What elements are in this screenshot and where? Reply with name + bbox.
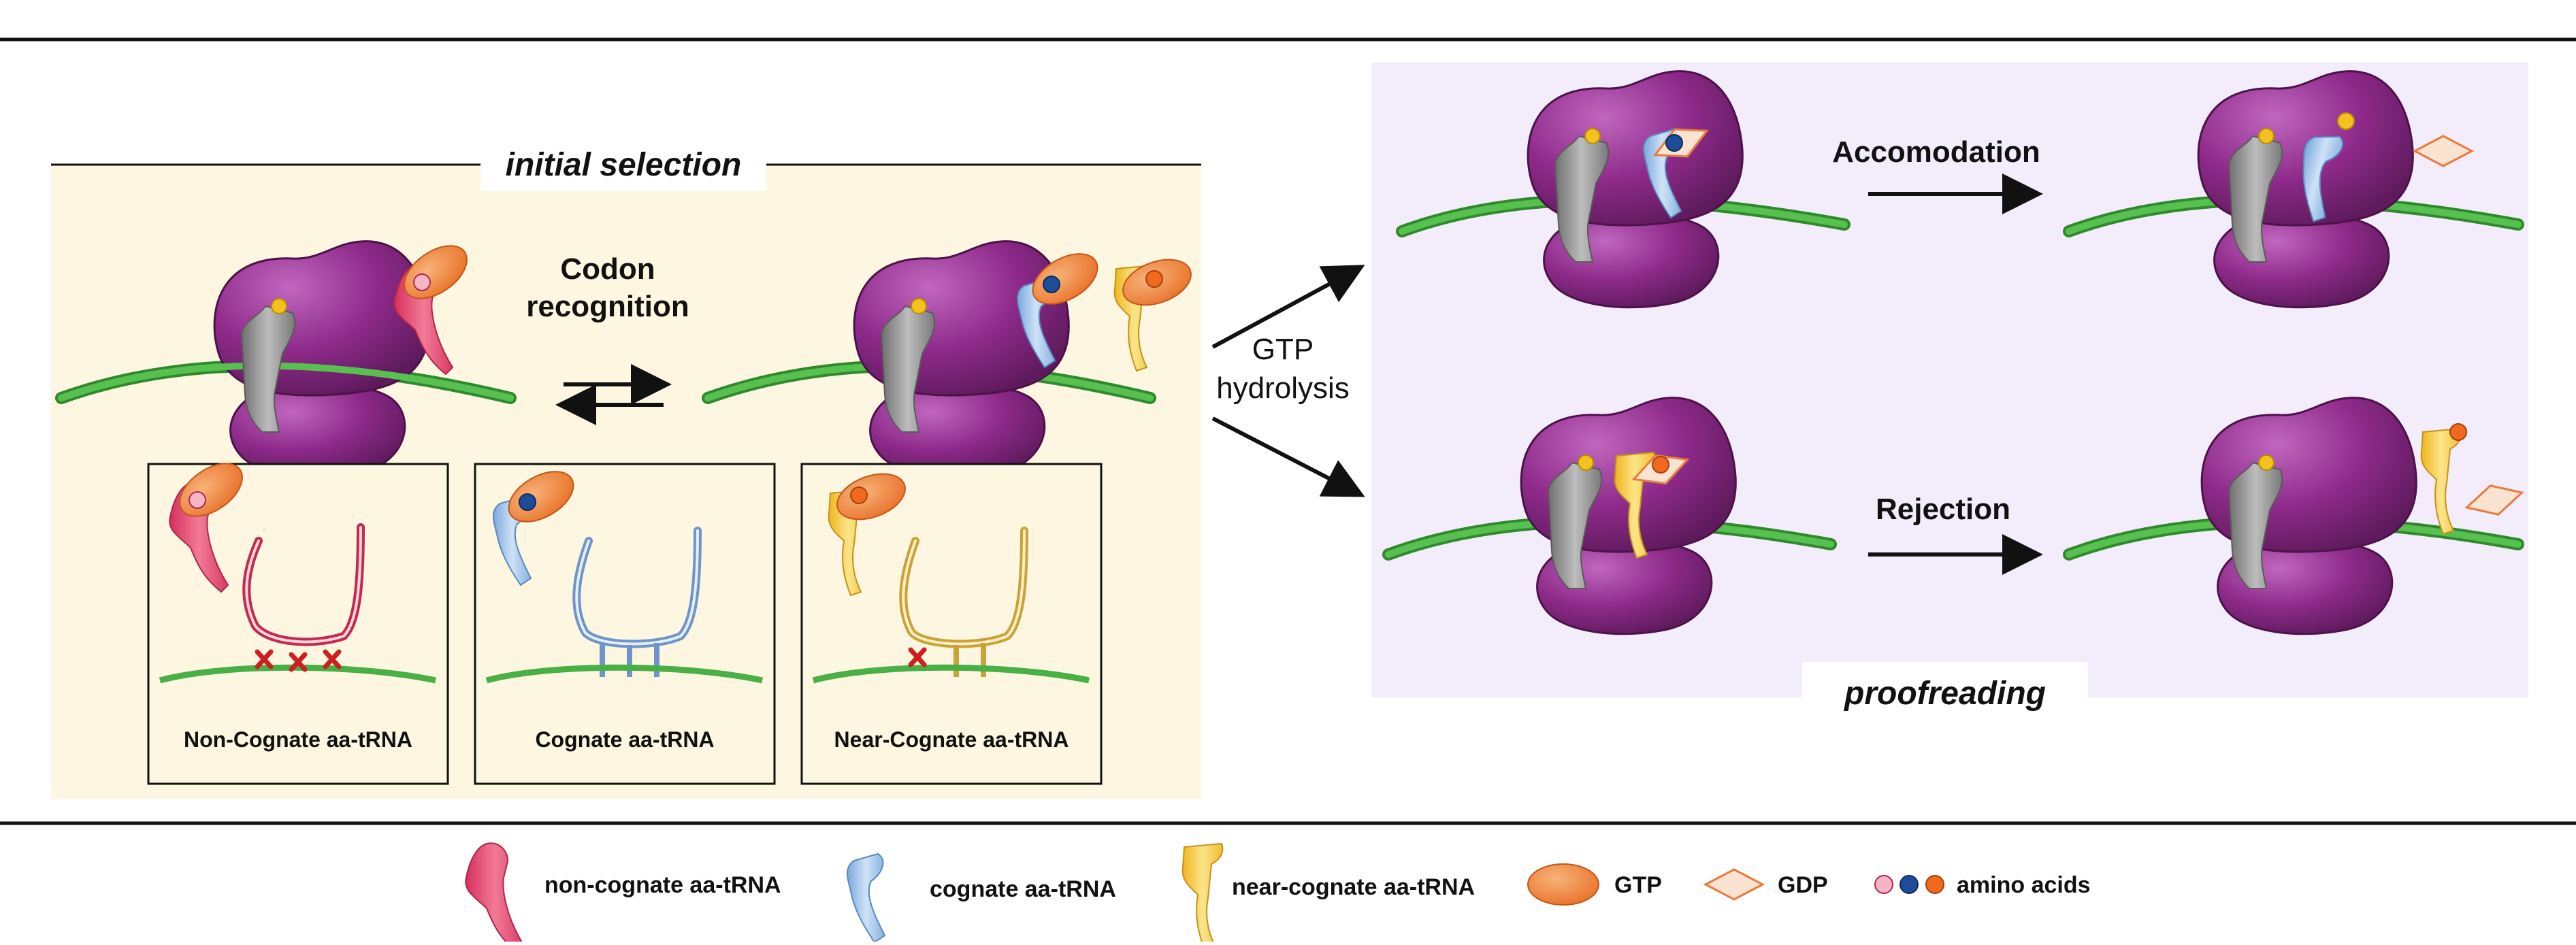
gtp-hydrolysis-line-2: hydrolysis: [1216, 371, 1350, 405]
legend-item-non-cognate: non-cognate aa-tRNA: [465, 842, 781, 945]
panel-label-non-cognate: Non-Cognate aa-tRNA: [184, 727, 412, 752]
gtp-hydrolysis-line-1: GTP: [1252, 333, 1314, 366]
near-cognate-trna-with-gtp: [1113, 250, 1199, 371]
pink-trna-icon: [465, 842, 525, 945]
panel-label-near-cognate: Near-Cognate aa-tRNA: [834, 727, 1069, 752]
svg-text:GTP: GTP: [1614, 872, 1662, 898]
blue-trna-icon: [847, 853, 885, 943]
mismatch-x-marks: [255, 649, 342, 672]
proofreading-section: proofreading Accomodation: [1371, 63, 2528, 716]
legend-item-near-cognate: near-cognate aa-tRNA: [1181, 843, 1475, 945]
proofreading-title: proofreading: [1843, 676, 2046, 712]
ribosome-cognate-pre-accomodation: [1396, 70, 1851, 309]
panel-near-cognate: Near-Cognate aa-tRNA: [800, 463, 1103, 785]
proofreading-title-box: [1802, 662, 2088, 716]
ribosome-state-1: [55, 234, 517, 479]
amino-acid-dots-icon: [1874, 875, 1944, 894]
arrow-to-accomodation: [1211, 265, 1365, 349]
initial-selection-title: initial selection: [506, 147, 742, 183]
ribosome-after-rejection: [2063, 397, 2527, 635]
gdp-diamond-icon: [1704, 868, 1764, 901]
initial-selection-title-box: [480, 139, 766, 191]
svg-text:amino acids: amino acids: [1957, 872, 2091, 898]
legend-item-gtp: GTP: [1527, 863, 1662, 906]
arrow-to-rejection: [1211, 416, 1365, 497]
gtp-hydrolysis-branch: GTP hydrolysis: [1211, 265, 1365, 497]
ribosome-near-cognate-pre-rejection: [1382, 397, 1837, 635]
codon-label-line-2: recognition: [526, 290, 689, 323]
legend-item-cognate: cognate aa-tRNA: [847, 853, 1116, 943]
ribosome-accommodated: [2063, 70, 2524, 309]
panel-cognate: Cognate aa-tRNA: [474, 461, 776, 785]
amino-acid-pink-icon: [413, 273, 431, 291]
legend: non-cognate aa-tRNA cognate aa-tRNA near…: [465, 842, 2091, 945]
panel-non-cognate: Non-Cognate aa-tRNA: [147, 452, 449, 785]
legend-item-amino-acids: amino acids: [1874, 872, 2091, 898]
accomodation-label: Accomodation: [1832, 135, 2040, 169]
yellow-trna-icon: [1181, 843, 1224, 945]
non-cognate-trna-with-gtp: [393, 234, 477, 375]
initial-selection-section: initial selection Codon recognition: [51, 139, 1201, 799]
rejection-label: Rejection: [1876, 493, 2010, 526]
svg-text:GDP: GDP: [1778, 872, 1828, 898]
svg-text:near-cognate aa-tRNA: near-cognate aa-tRNA: [1232, 874, 1475, 900]
legend-item-gdp: GDP: [1704, 868, 1828, 901]
codon-label-line-1: Codon: [560, 252, 655, 286]
panel-label-cognate: Cognate aa-tRNA: [535, 727, 714, 752]
svg-text:non-cognate aa-tRNA: non-cognate aa-tRNA: [544, 872, 781, 898]
mismatch-x-mark: [908, 647, 927, 667]
ribosome-state-2: [702, 240, 1199, 479]
gtp-ellipse-icon: [1527, 863, 1599, 906]
svg-text:cognate aa-tRNA: cognate aa-tRNA: [930, 876, 1116, 902]
cognate-trna-with-gtp: [1017, 243, 1107, 368]
